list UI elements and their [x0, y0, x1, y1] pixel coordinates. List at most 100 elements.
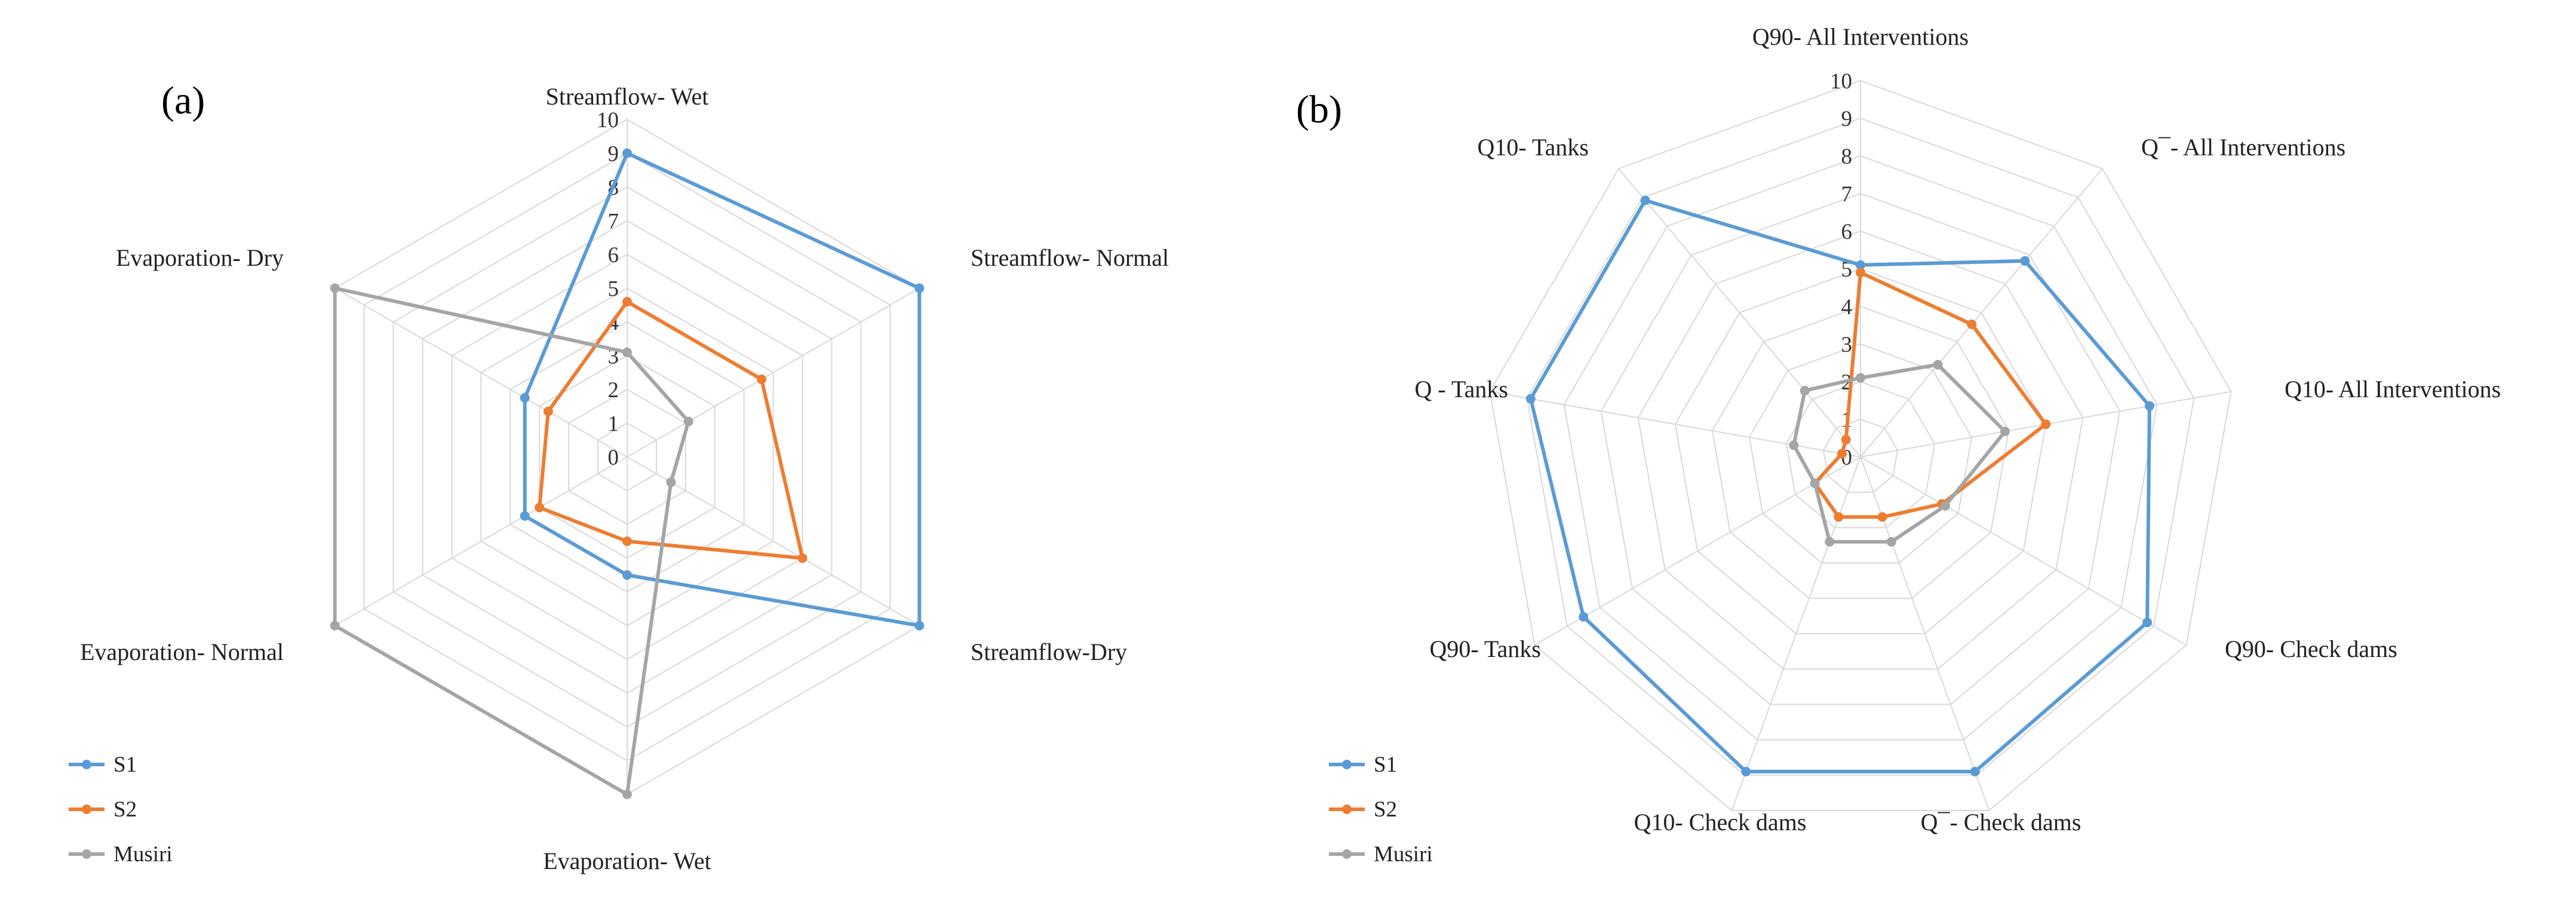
axis-label: Q10- Tanks [1478, 134, 1589, 161]
legend-label: S1 [1374, 753, 1397, 777]
legend-item: Musiri [1329, 842, 1433, 867]
data-point [622, 148, 632, 158]
data-point [1970, 766, 1980, 776]
axis-label: Q - Tanks [1415, 376, 1508, 403]
grid-ring [1711, 305, 2010, 599]
legend-swatch-marker [82, 760, 91, 769]
data-point [1837, 449, 1847, 459]
data-point [1967, 320, 1977, 330]
tick-label: 10 [597, 108, 619, 133]
grid-spoke [1618, 168, 1861, 457]
tick-label: 2 [608, 378, 619, 403]
grid-spoke [627, 456, 920, 627]
data-point [622, 790, 632, 799]
axis-label: Q10- All Interventions [2285, 376, 2501, 403]
legend-swatch-marker [1342, 760, 1352, 769]
data-point [520, 393, 530, 403]
data-point [330, 621, 340, 631]
axis-label: Streamflow- Normal [971, 244, 1169, 271]
grid-spoke [627, 287, 920, 457]
legend-label: S2 [113, 797, 137, 822]
data-point [1800, 386, 1810, 396]
legend-swatch-marker [82, 805, 91, 814]
series-s1 [520, 148, 925, 631]
panel-label-a: (a) [161, 79, 205, 122]
axis-label: Streamflow-Dry [971, 638, 1127, 665]
tick-label: 0 [608, 446, 619, 470]
legend-item: S1 [1329, 753, 1397, 777]
axis-label: Evaporation- Dry [116, 244, 284, 271]
grid-spoke [334, 287, 628, 457]
data-point [535, 502, 545, 512]
series-s1 [1525, 195, 2154, 776]
grid-spoke [1860, 168, 2103, 457]
data-point [1810, 478, 1820, 489]
grid-ring [1822, 418, 1899, 493]
data-point [2000, 426, 2010, 437]
series-s2 [535, 297, 808, 563]
legend-item: S2 [69, 797, 137, 822]
tick-label: 7 [608, 210, 619, 234]
axis-label: Streamflow- Wet [546, 83, 709, 110]
axis-label: Evaporation- Wet [543, 848, 711, 874]
series-musiri [330, 283, 693, 799]
axis-label: Q90- Check dams [2225, 635, 2397, 662]
data-point [1940, 501, 1950, 511]
tick-label: 3 [1841, 333, 1853, 357]
grid-ring [1637, 230, 2084, 670]
legend-label: Musiri [1374, 842, 1433, 867]
tick-label: 6 [608, 243, 619, 268]
tick-label: 7 [1841, 182, 1853, 207]
data-point [914, 621, 925, 631]
axis-label: Q90- Tanks [1430, 635, 1541, 662]
grid-spoke [1534, 456, 1861, 646]
data-point [622, 297, 632, 307]
grid-ring [1489, 79, 2232, 812]
legend-swatch-marker [1342, 805, 1352, 814]
axis-label: Q¯- Check dams [1921, 809, 2081, 836]
grid-spoke [1490, 391, 1861, 457]
data-point [2020, 256, 2030, 266]
legend-item: S2 [1329, 797, 1397, 822]
series-line [1813, 271, 2048, 519]
data-point [622, 536, 632, 546]
legend-item: Musiri [69, 842, 173, 867]
grid-rings [1489, 79, 2232, 812]
grid-spoke [334, 456, 628, 627]
data-point [2142, 618, 2153, 628]
data-point [1525, 394, 1536, 404]
data-point [330, 283, 340, 293]
series-line [1528, 198, 2151, 773]
data-point [1640, 195, 1650, 205]
tick-label: 1 [608, 412, 619, 437]
grid-spoke [1860, 456, 2187, 646]
data-point [1856, 373, 1865, 383]
data-point [797, 553, 808, 563]
data-point [1856, 268, 1865, 278]
data-point [1933, 360, 1943, 370]
data-point [2041, 419, 2051, 429]
data-point [757, 374, 767, 385]
axis-label: Q90- All Interventions [1752, 23, 1969, 50]
data-point [520, 511, 530, 521]
axis-label: Evaporation- Normal [80, 638, 284, 665]
grid-ring [1563, 155, 2158, 741]
tick-label: 9 [1841, 107, 1853, 131]
tick-label: 6 [1841, 220, 1853, 244]
series-line [1792, 363, 2007, 544]
tick-label: 10 [1830, 69, 1852, 94]
grid-ring [1526, 117, 2195, 776]
legend-swatch-marker [1342, 849, 1352, 859]
series-line [523, 151, 922, 628]
data-point [543, 406, 553, 416]
legend-label: S1 [113, 753, 137, 777]
data-point [1741, 766, 1751, 776]
legend-swatch-marker [82, 849, 91, 859]
tick-label: 5 [1841, 257, 1853, 282]
